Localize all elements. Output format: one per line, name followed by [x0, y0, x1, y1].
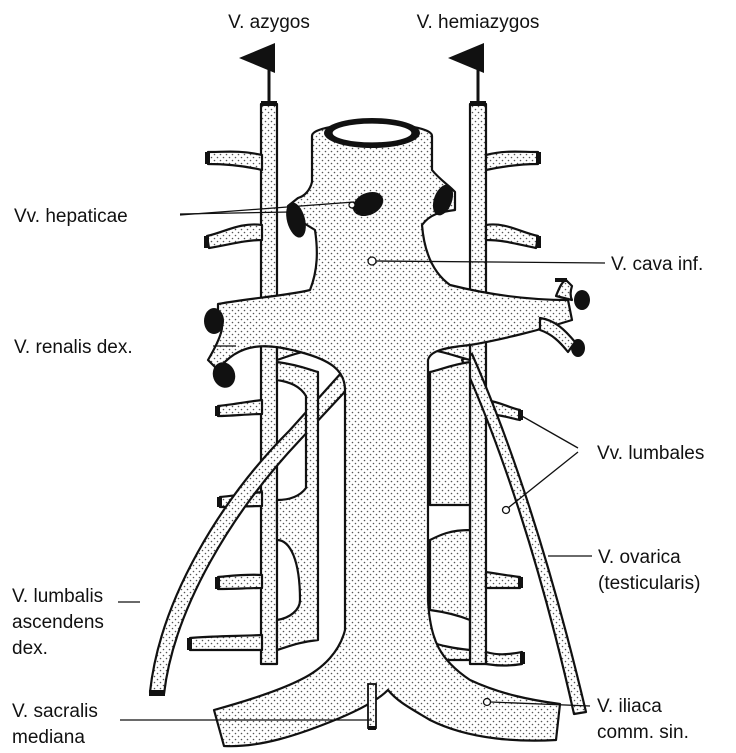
label-renalis-dex: V. renalis dex.: [14, 337, 133, 358]
label-hepaticae: Vv. hepaticae: [14, 206, 128, 227]
label-lumbalis-asc-2: ascendens: [12, 612, 104, 633]
label-sacralis-1: V. sacralis: [12, 701, 98, 722]
label-cava-inf: V. cava inf.: [611, 254, 703, 275]
label-ovarica-2: (testicularis): [598, 573, 700, 594]
label-azygos: V. azygos: [228, 12, 310, 33]
label-sacralis-2: mediana: [12, 727, 85, 748]
label-iliaca-2: comm. sin.: [597, 722, 689, 743]
label-iliaca-1: V. iliaca: [597, 696, 662, 717]
label-lumbales: Vv. lumbales: [597, 443, 704, 464]
label-hemiazygos: V. hemiazygos: [417, 12, 540, 33]
label-ovarica-1: V. ovarica: [598, 547, 681, 568]
label-lumbalis-asc-3: dex.: [12, 638, 48, 659]
azygos-vein: [261, 58, 277, 664]
label-lumbalis-asc-1: V. lumbalis: [12, 586, 103, 607]
